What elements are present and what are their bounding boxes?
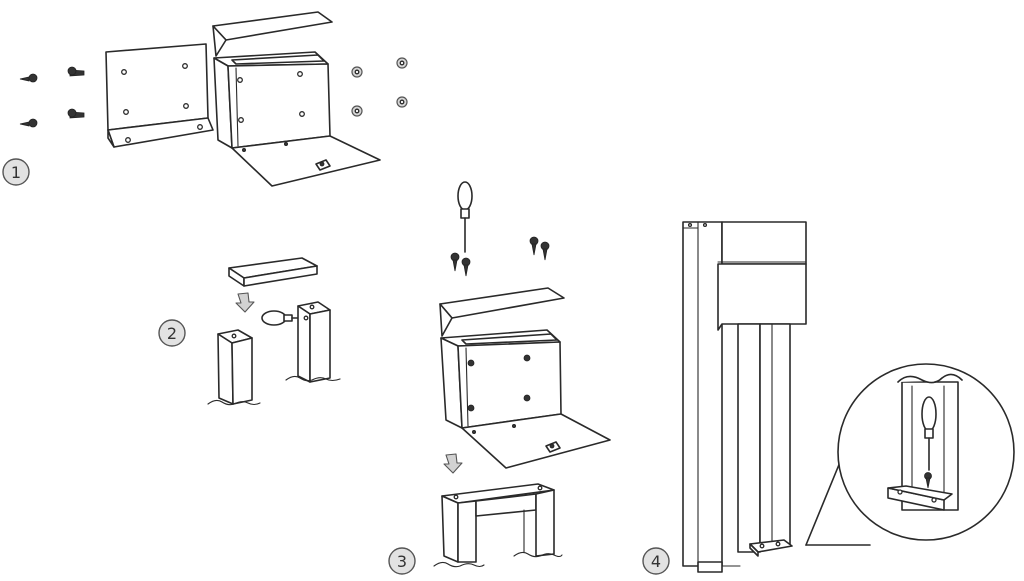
- screw-icon: [67, 108, 85, 119]
- screw-icon: [67, 66, 85, 77]
- screw-icon: [529, 236, 539, 256]
- nut-icon: [351, 105, 363, 117]
- post-stand: [433, 483, 563, 568]
- screw-icon: [540, 241, 550, 261]
- step-3-number: 3: [397, 552, 407, 571]
- step-3-badge: 3: [388, 547, 416, 575]
- screw-icon: [19, 118, 38, 128]
- base-bracket: [749, 539, 793, 557]
- step-3-group: 3: [388, 181, 611, 575]
- mailbox-body: [212, 11, 381, 187]
- step-1-badge: 1: [2, 158, 30, 186]
- screw-icon: [924, 472, 932, 489]
- step-1-group: 1: [2, 11, 408, 187]
- post-left: [207, 329, 261, 406]
- post-front: [682, 221, 723, 567]
- screw-icon: [461, 257, 471, 277]
- step-2-group: 2: [158, 257, 341, 406]
- step-1-number: 1: [11, 163, 21, 182]
- step-2-number: 2: [167, 324, 177, 343]
- step-4-group: 4: [642, 221, 1015, 575]
- step-2-badge: 2: [158, 319, 186, 347]
- screwdriver-icon: [457, 181, 473, 253]
- screw-icon: [19, 73, 38, 83]
- down-arrow-icon: [235, 292, 255, 313]
- nut-icon: [396, 57, 408, 69]
- down-arrow-icon: [443, 453, 463, 474]
- nut-icon: [351, 66, 363, 78]
- post-rear: [737, 323, 791, 553]
- mounting-plate: [105, 43, 214, 148]
- screw-icon: [450, 252, 460, 272]
- mailbox-body: [439, 287, 611, 469]
- post-right: [285, 301, 341, 383]
- detail-magnifier: [837, 363, 1015, 541]
- base-foot: [697, 561, 723, 573]
- nut-icon: [396, 96, 408, 108]
- post-cap: [228, 257, 318, 287]
- screwdriver-icon: [921, 396, 937, 471]
- step-4-badge: 4: [642, 547, 670, 575]
- mailbox-mounted: [717, 221, 807, 331]
- step-4-number: 4: [651, 552, 661, 571]
